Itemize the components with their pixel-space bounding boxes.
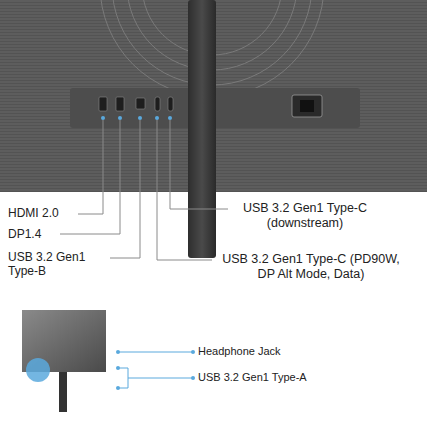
port-label: USB 3.2 Gen1 Type-C (downstream) [230,201,380,231]
port-label: USB 3.2 Gen1 Type-B [8,250,106,279]
port-dots [101,116,172,120]
power-inlet [292,95,322,117]
power-socket [300,100,314,112]
ports [99,97,173,111]
port-label: Headphone Jack [198,345,398,358]
leader-lines [60,120,228,260]
port-label: USB 3.2 Gen1 Type-C (PD90W, DP Alt Mode,… [216,252,406,282]
thumbnail-stand [59,372,67,412]
port-label: DP1.4 [8,227,60,241]
side-dots [116,350,195,390]
port-label: HDMI 2.0 [8,206,78,220]
side-leaders [118,352,193,388]
port-label: USB 3.2 Gen1 Type-A [198,371,398,384]
highlight-circle [26,358,50,382]
stand-neck [188,0,216,258]
